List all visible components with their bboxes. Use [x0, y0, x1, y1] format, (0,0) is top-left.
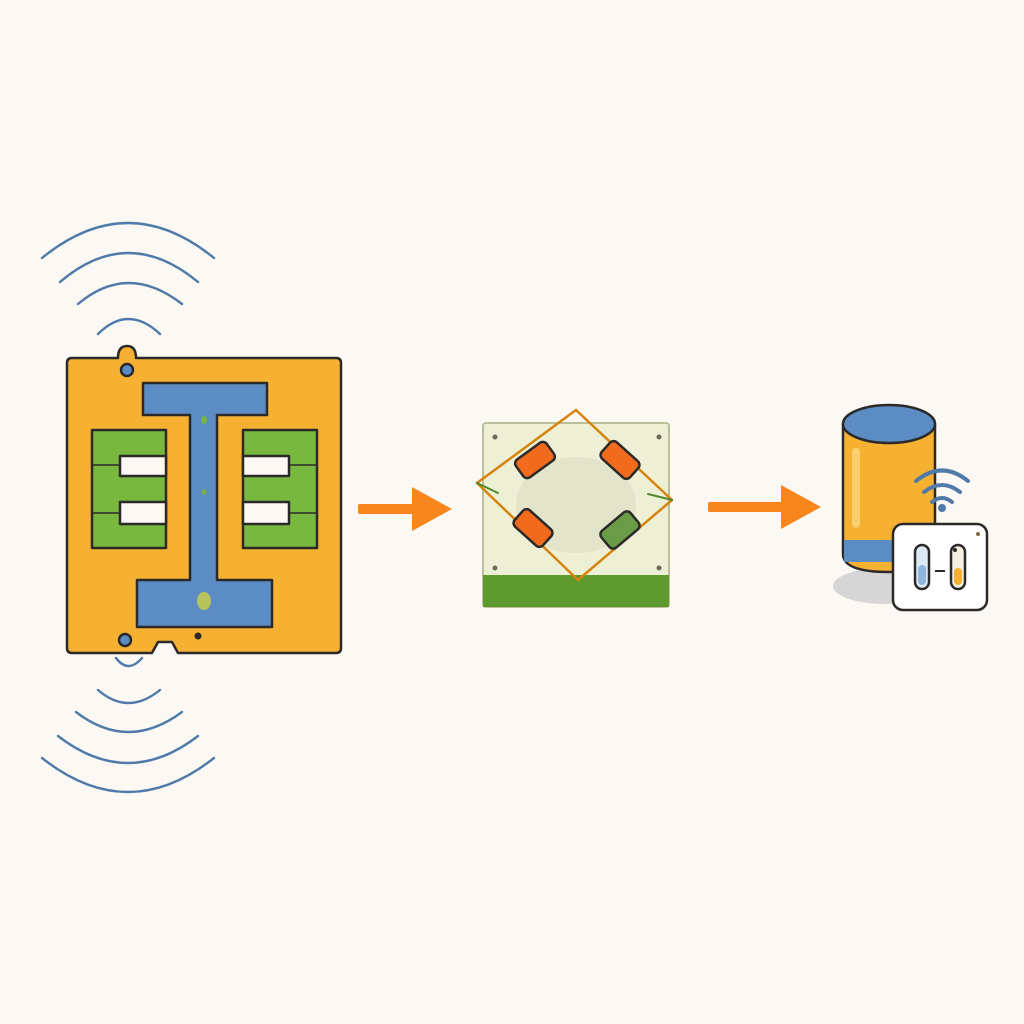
flow-arrow-1 [358, 487, 452, 531]
sensor-pad-left [90, 428, 168, 550]
wave-bottom-2 [96, 688, 162, 705]
wave-bottom-4 [56, 734, 200, 765]
resistor-bottom-right [599, 510, 641, 550]
flow-arrow-2 [708, 485, 821, 529]
sensor-pad-right [241, 428, 319, 550]
wireless-receiver-icon [833, 403, 989, 612]
wave-bottom-5 [40, 756, 216, 794]
resistor-bottom-left [512, 507, 554, 549]
wave-top-1 [96, 317, 162, 336]
bridge-board-base [483, 575, 669, 607]
finger-right-2 [241, 500, 291, 526]
gauge-left-fill [918, 565, 926, 585]
resistor-top-right [599, 439, 641, 481]
sensor-signal-waves-bottom [40, 656, 216, 794]
bridge-circuit-icon [475, 408, 674, 608]
sensor-hole-bottom [117, 632, 133, 648]
gauge-right-fill [954, 568, 962, 585]
wave-top-4 [40, 221, 216, 260]
receiver-cylinder-cap [841, 403, 937, 445]
wave-top-3 [58, 251, 200, 284]
electrode-spot-bottom [197, 592, 211, 610]
sensor-screw-dot [194, 632, 202, 640]
electrode-spot-top [201, 416, 207, 424]
wave-bottom-3 [74, 710, 184, 734]
sensor-hole-top [119, 362, 135, 378]
wifi-dot [938, 504, 946, 512]
bridge-wire-tips [476, 482, 673, 501]
wifi-icon [914, 468, 970, 504]
receiver-panel [891, 522, 989, 612]
receiver-highlight [852, 448, 860, 528]
finger-left-2 [118, 500, 168, 526]
electrode-spot-mid [201, 489, 207, 495]
finger-right-1 [241, 454, 291, 478]
sensor-signal-waves-top [40, 221, 216, 336]
sensor-electrode [135, 381, 274, 629]
finger-left-1 [118, 454, 168, 478]
resistor-top-left [513, 440, 557, 480]
saw-sensor-icon [65, 344, 343, 655]
wave-top-2 [76, 281, 184, 306]
wave-bottom-1 [114, 656, 144, 668]
